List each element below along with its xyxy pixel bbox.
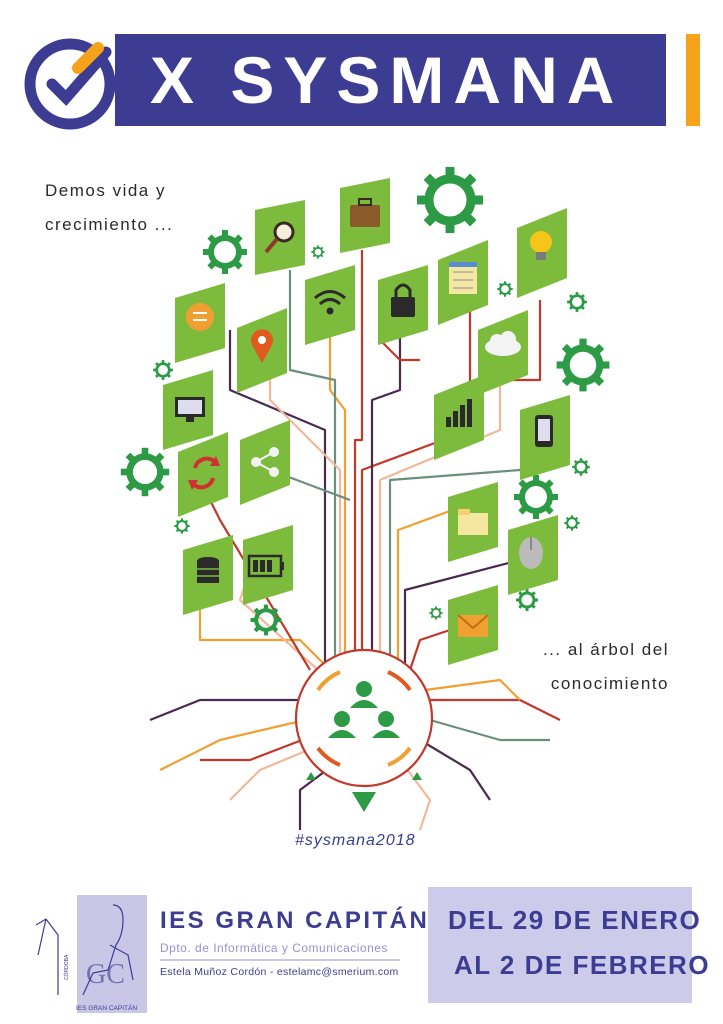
wifi-icon <box>314 290 346 315</box>
tagline-line3: ... al árbol del <box>542 640 669 659</box>
people-icon <box>328 681 400 738</box>
tagline-line4: conocimiento <box>550 674 669 693</box>
school-logo-panel <box>77 895 147 1013</box>
cloud-icon <box>485 331 521 356</box>
svg-text:CÓRDOBA: CÓRDOBA <box>63 954 70 980</box>
magnifier-icon <box>264 221 295 254</box>
down-arrow-icon <box>352 792 376 812</box>
knowledge-tree-illustration <box>0 130 723 830</box>
sysmana-logo-icon <box>24 38 116 130</box>
database-icon <box>197 557 219 583</box>
hashtag: #sysmana2018 <box>295 832 416 849</box>
battery-icon <box>247 554 284 578</box>
date-line-end: AL 2 DE FEBRERO <box>454 950 711 980</box>
school-name: IES GRAN CAPITÁN <box>160 907 430 934</box>
briefcase-icon <box>350 198 380 227</box>
svg-text:IES GRAN CAPITÁN: IES GRAN CAPITÁN <box>76 1003 137 1012</box>
tagline-line1: Demos vida y <box>45 181 166 200</box>
share-icon <box>251 447 279 477</box>
envelope-icon <box>457 614 489 637</box>
tagline-line2: crecimiento ... <box>45 215 174 234</box>
svg-text:GC: GC <box>86 959 125 990</box>
chat-bubble-icon <box>186 303 214 331</box>
notepad-icon <box>449 262 477 294</box>
mouse-icon <box>519 537 543 569</box>
school-department: Dpto. de Informática y Comunicaciones <box>160 941 388 955</box>
date-line-start: DEL 29 DE ENERO <box>448 905 702 935</box>
header-bar <box>115 34 666 126</box>
location-pin-icon <box>251 329 273 363</box>
folder-icon <box>458 509 488 535</box>
bar-chart-icon <box>446 399 472 427</box>
event-title: X SYSMANA <box>150 43 624 117</box>
lightbulb-icon <box>530 231 552 260</box>
author-contact: Estela Muñoz Cordón - estelamc@smerium.c… <box>160 966 399 978</box>
refresh-icon <box>188 456 220 490</box>
header-accent-strip <box>686 34 700 126</box>
monitor-icon <box>175 397 205 422</box>
padlock-icon <box>391 283 415 317</box>
date-box <box>428 887 692 1003</box>
divider <box>160 959 400 961</box>
smartphone-icon <box>535 415 553 447</box>
horse-rider-logo-icon: GC CÓRDOBA IES GRAN CAPITÁN <box>35 904 137 1012</box>
